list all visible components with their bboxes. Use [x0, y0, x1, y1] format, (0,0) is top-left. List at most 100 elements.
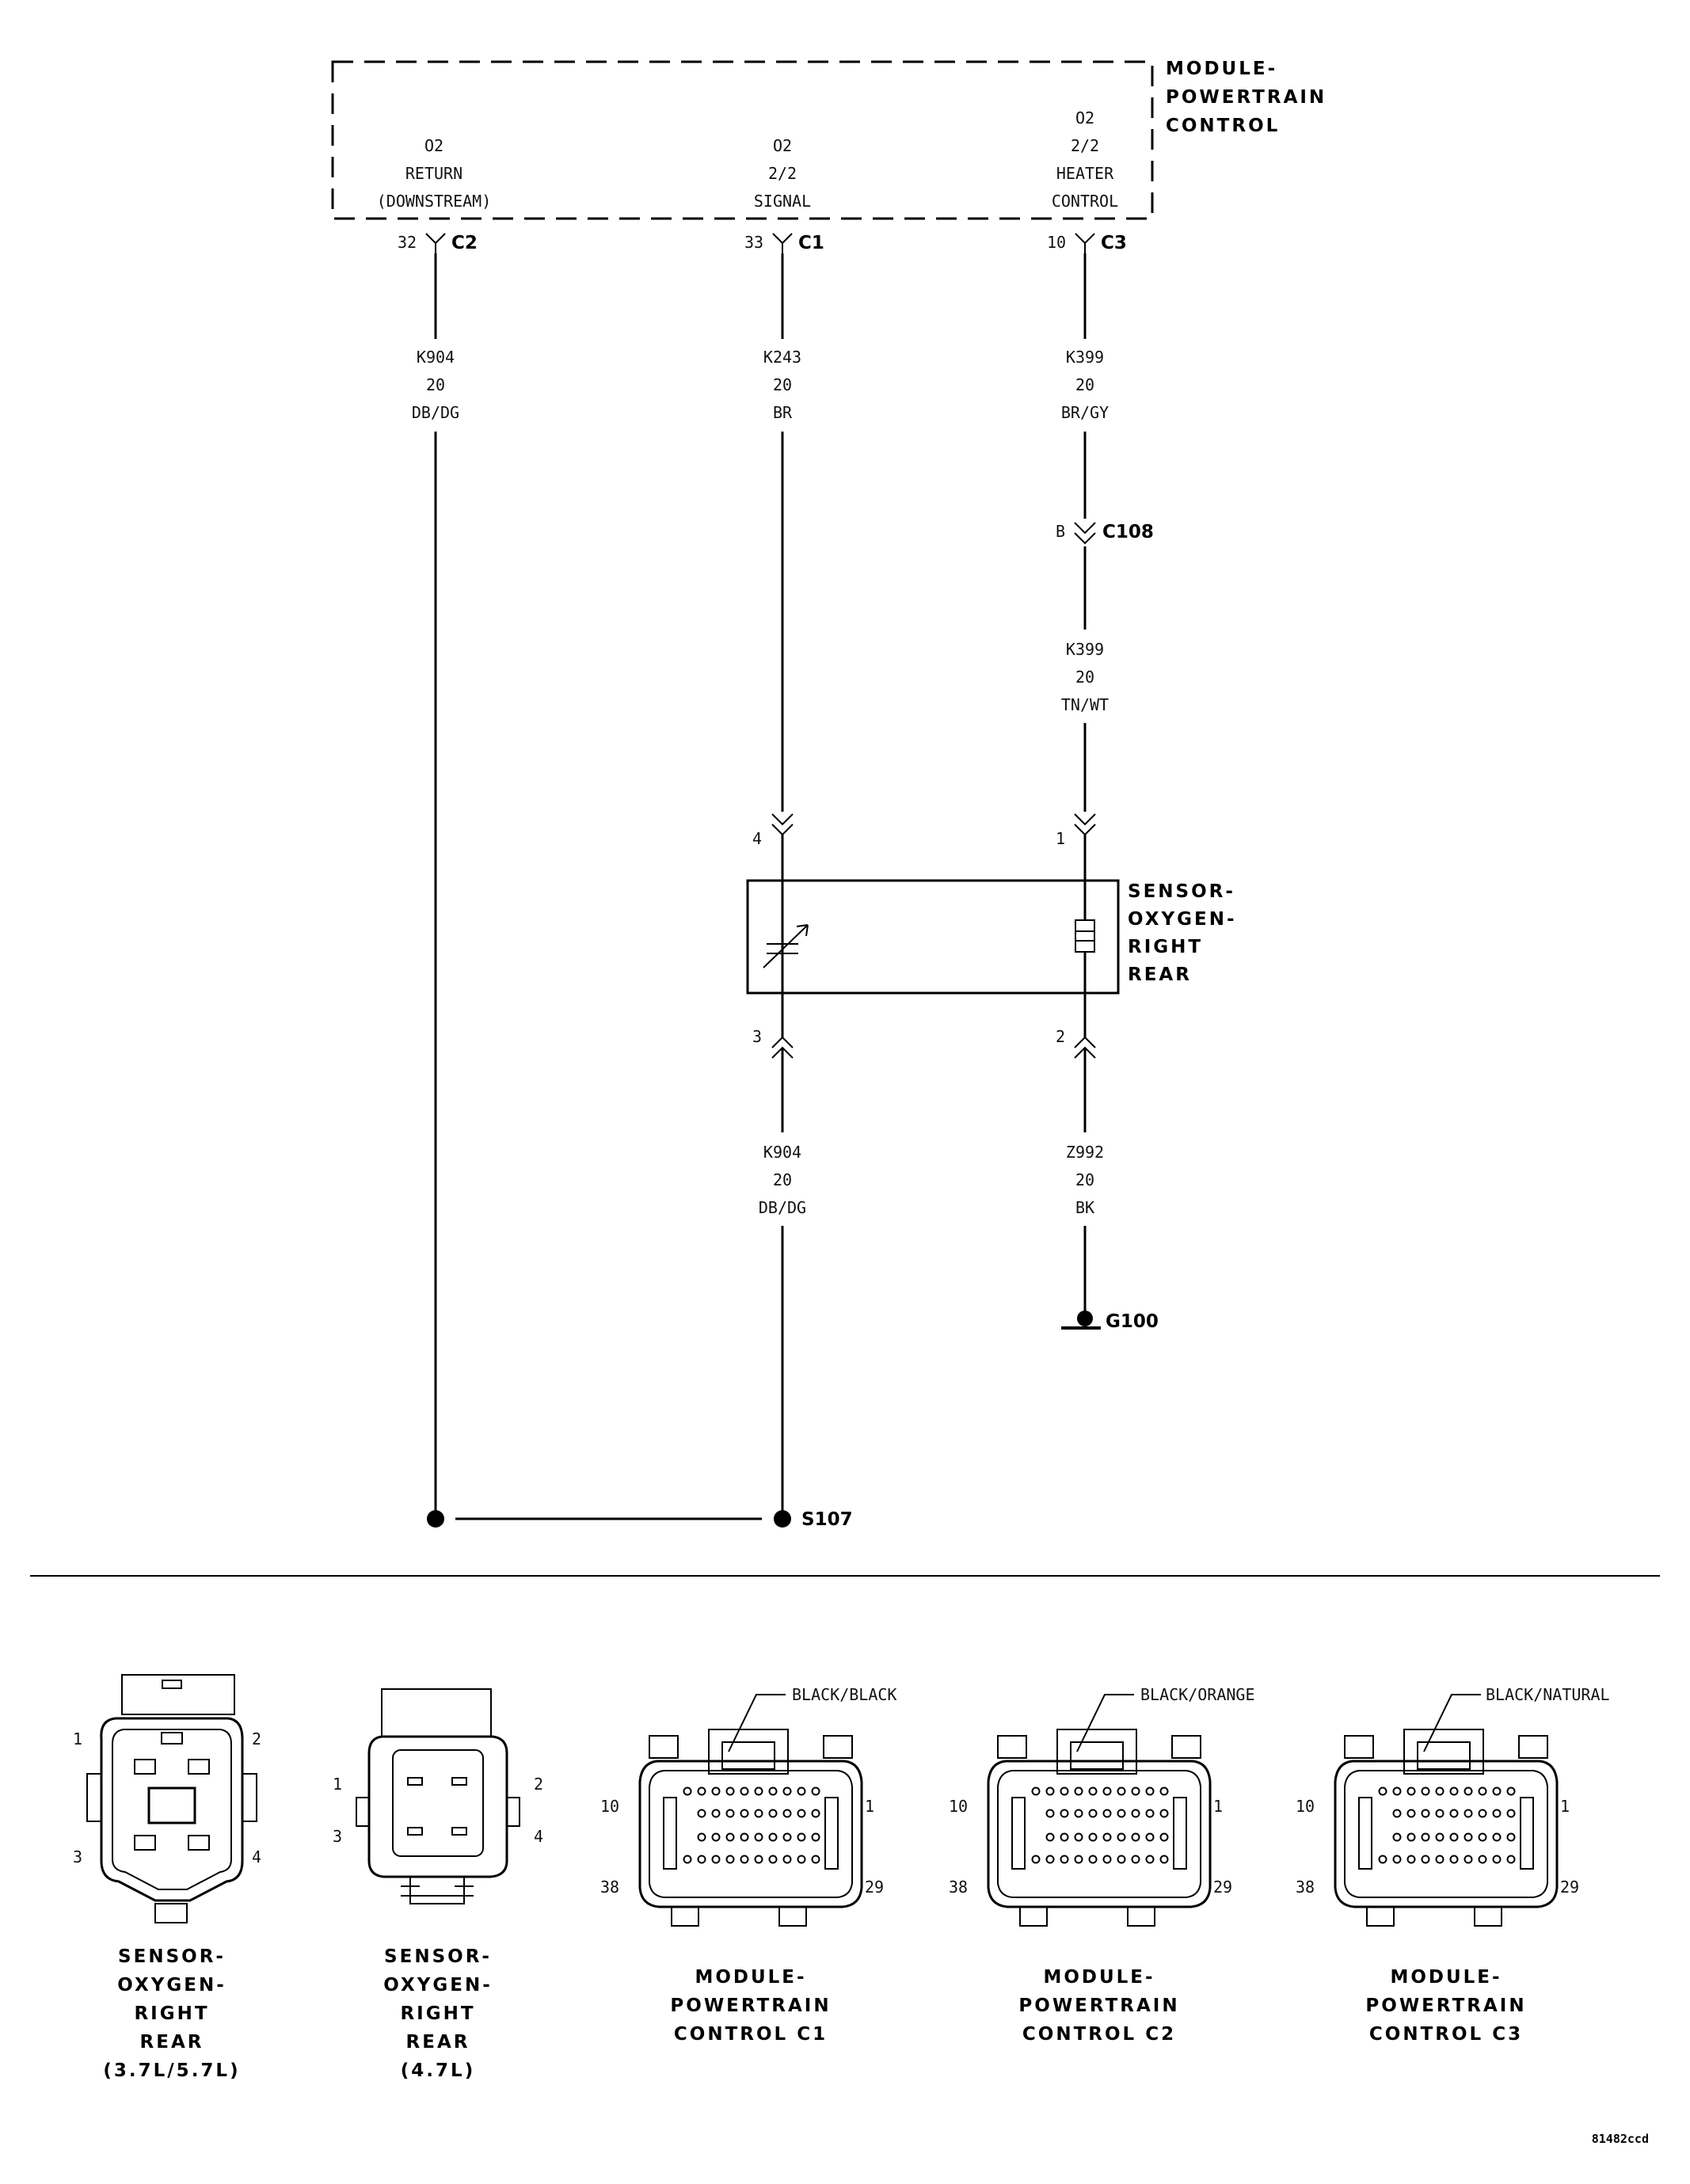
svg-text:1: 1: [1560, 1797, 1570, 1816]
svg-text:38: 38: [600, 1878, 619, 1897]
connector-cavity: [1506, 1786, 1516, 1796]
svg-text:33: 33: [744, 233, 763, 252]
svg-text:MODULE-: MODULE-: [695, 1967, 806, 1988]
connector-cavity: [754, 1786, 763, 1796]
connector-cavity: [1117, 1809, 1126, 1818]
svg-text:C1: C1: [798, 233, 824, 253]
svg-text:DB/DG: DB/DG: [412, 403, 459, 422]
connector-cavity: [811, 1786, 820, 1796]
connector-view-pcm-c1: BLACK/BLACK 10 1 38 29 MODULE- POWERTRAI…: [600, 1685, 896, 2045]
connector-cavity: [1435, 1832, 1444, 1842]
connector-cavity: [683, 1786, 692, 1796]
connector-cavity: [1060, 1809, 1069, 1818]
svg-text:3: 3: [73, 1847, 82, 1866]
connector-cavity: [782, 1809, 792, 1818]
connector-cavity: [754, 1855, 763, 1864]
connector-cavity: [1478, 1855, 1487, 1864]
connector-cavity: [754, 1809, 763, 1818]
inline-connector-c108: B C108: [1056, 522, 1154, 545]
connector-cavity: [1074, 1786, 1083, 1796]
svg-text:2: 2: [252, 1729, 261, 1748]
connector-cavity: [1449, 1832, 1459, 1842]
svg-text:(4.7L): (4.7L): [401, 2060, 475, 2081]
sensor-title-line-4: REAR: [1128, 965, 1192, 985]
svg-text:1: 1: [333, 1775, 342, 1794]
svg-text:4: 4: [752, 829, 762, 848]
connector-cavity: [740, 1855, 749, 1864]
connector-cavity: [1117, 1855, 1126, 1864]
svg-text:38: 38: [1296, 1878, 1315, 1897]
splice-s107: S107: [427, 1509, 853, 1530]
pcm-c3-color-label: BLACK/NATURAL: [1486, 1685, 1610, 1704]
connector-cavity: [1131, 1855, 1140, 1864]
sensor-pin-4-connector: 4: [752, 813, 794, 848]
connector-cavity: [1392, 1809, 1402, 1818]
connector-cavity: [811, 1809, 820, 1818]
svg-text:4: 4: [252, 1847, 261, 1866]
wire-k399-top-label: K399 20 BR/GY: [1061, 348, 1109, 422]
connector-view-sensor-37l-57l: 1 2 3 4 SENSOR- OXYGEN- RIGHT REAR (3.7L…: [73, 1674, 261, 2081]
connector-cavity: [1102, 1855, 1112, 1864]
pcm-pin-c2-connector: 32 C2: [398, 233, 478, 253]
svg-text:K243: K243: [763, 348, 801, 367]
svg-text:POWERTRAIN: POWERTRAIN: [1018, 1996, 1179, 2016]
connector-cavity: [782, 1786, 792, 1796]
svg-text:29: 29: [1560, 1878, 1579, 1897]
connector-cavity: [797, 1855, 806, 1864]
svg-text:3: 3: [333, 1827, 342, 1846]
connector-cavity: [697, 1786, 706, 1796]
connector-cavity: [1421, 1855, 1430, 1864]
sensor-title-line-1: SENSOR-: [1128, 881, 1235, 902]
svg-text:HEATER: HEATER: [1056, 164, 1114, 183]
connector-cavity: [740, 1809, 749, 1818]
svg-text:O2: O2: [424, 136, 443, 155]
svg-text:RIGHT: RIGHT: [134, 2003, 209, 2024]
svg-text:20: 20: [773, 375, 792, 394]
connector-cavity: [1031, 1855, 1041, 1864]
connector-cavity: [768, 1832, 778, 1842]
connector-cavity: [1117, 1786, 1126, 1796]
pcm-pin-c3-connector: 10 C3: [1047, 233, 1127, 253]
connector-cavity: [1088, 1786, 1098, 1796]
connector-cavity: [797, 1809, 806, 1818]
connector-cavity: [1449, 1855, 1459, 1864]
svg-text:SENSOR-: SENSOR-: [384, 1946, 492, 1967]
connector-cavity: [1131, 1832, 1140, 1842]
svg-text:Z992: Z992: [1066, 1143, 1104, 1162]
pcm-c1-color-label: BLACK/BLACK: [792, 1685, 896, 1704]
connector-cavity: [1492, 1809, 1502, 1818]
svg-text:O2: O2: [1075, 108, 1094, 127]
svg-text:REAR: REAR: [406, 2032, 470, 2053]
connector-cavity: [1406, 1855, 1416, 1864]
heater-element-icon: [1075, 919, 1095, 953]
connector-cavity: [1088, 1809, 1098, 1818]
connector-cavity: [1492, 1832, 1502, 1842]
connector-cavity: [725, 1809, 735, 1818]
sensor-title-line-2: OXYGEN-: [1128, 909, 1237, 930]
connector-cavity: [1506, 1809, 1516, 1818]
connector-cavity: [768, 1786, 778, 1796]
svg-text:OXYGEN-: OXYGEN-: [383, 1975, 493, 1996]
pcm-title-line-3: CONTROL: [1166, 116, 1280, 136]
sensor-title-line-3: RIGHT: [1128, 937, 1203, 957]
svg-text:20: 20: [426, 375, 445, 394]
connector-cavity: [1145, 1809, 1155, 1818]
connector-cavity: [1131, 1809, 1140, 1818]
connector-cavity: [768, 1855, 778, 1864]
connector-cavity: [1045, 1809, 1055, 1818]
svg-text:2/2: 2/2: [768, 164, 797, 183]
pcm-title-line-1: MODULE-: [1166, 59, 1277, 79]
connector-cavity: [1421, 1786, 1430, 1796]
svg-text:2: 2: [534, 1775, 543, 1794]
pcm-c1-shell: [638, 1729, 863, 1927]
svg-text:20: 20: [1075, 1170, 1094, 1189]
variable-resistor-icon: [763, 924, 809, 968]
svg-text:32: 32: [398, 233, 417, 252]
pcm-c3-shell: [1334, 1729, 1559, 1927]
svg-text:29: 29: [1213, 1878, 1232, 1897]
sensor-pin-2-connector: 2: [1056, 1027, 1096, 1059]
svg-text:RETURN: RETURN: [405, 164, 462, 183]
pcm-c3-leader-line: [1423, 1694, 1481, 1752]
connector-cavity: [740, 1786, 749, 1796]
svg-text:CONTROL: CONTROL: [1052, 192, 1118, 211]
